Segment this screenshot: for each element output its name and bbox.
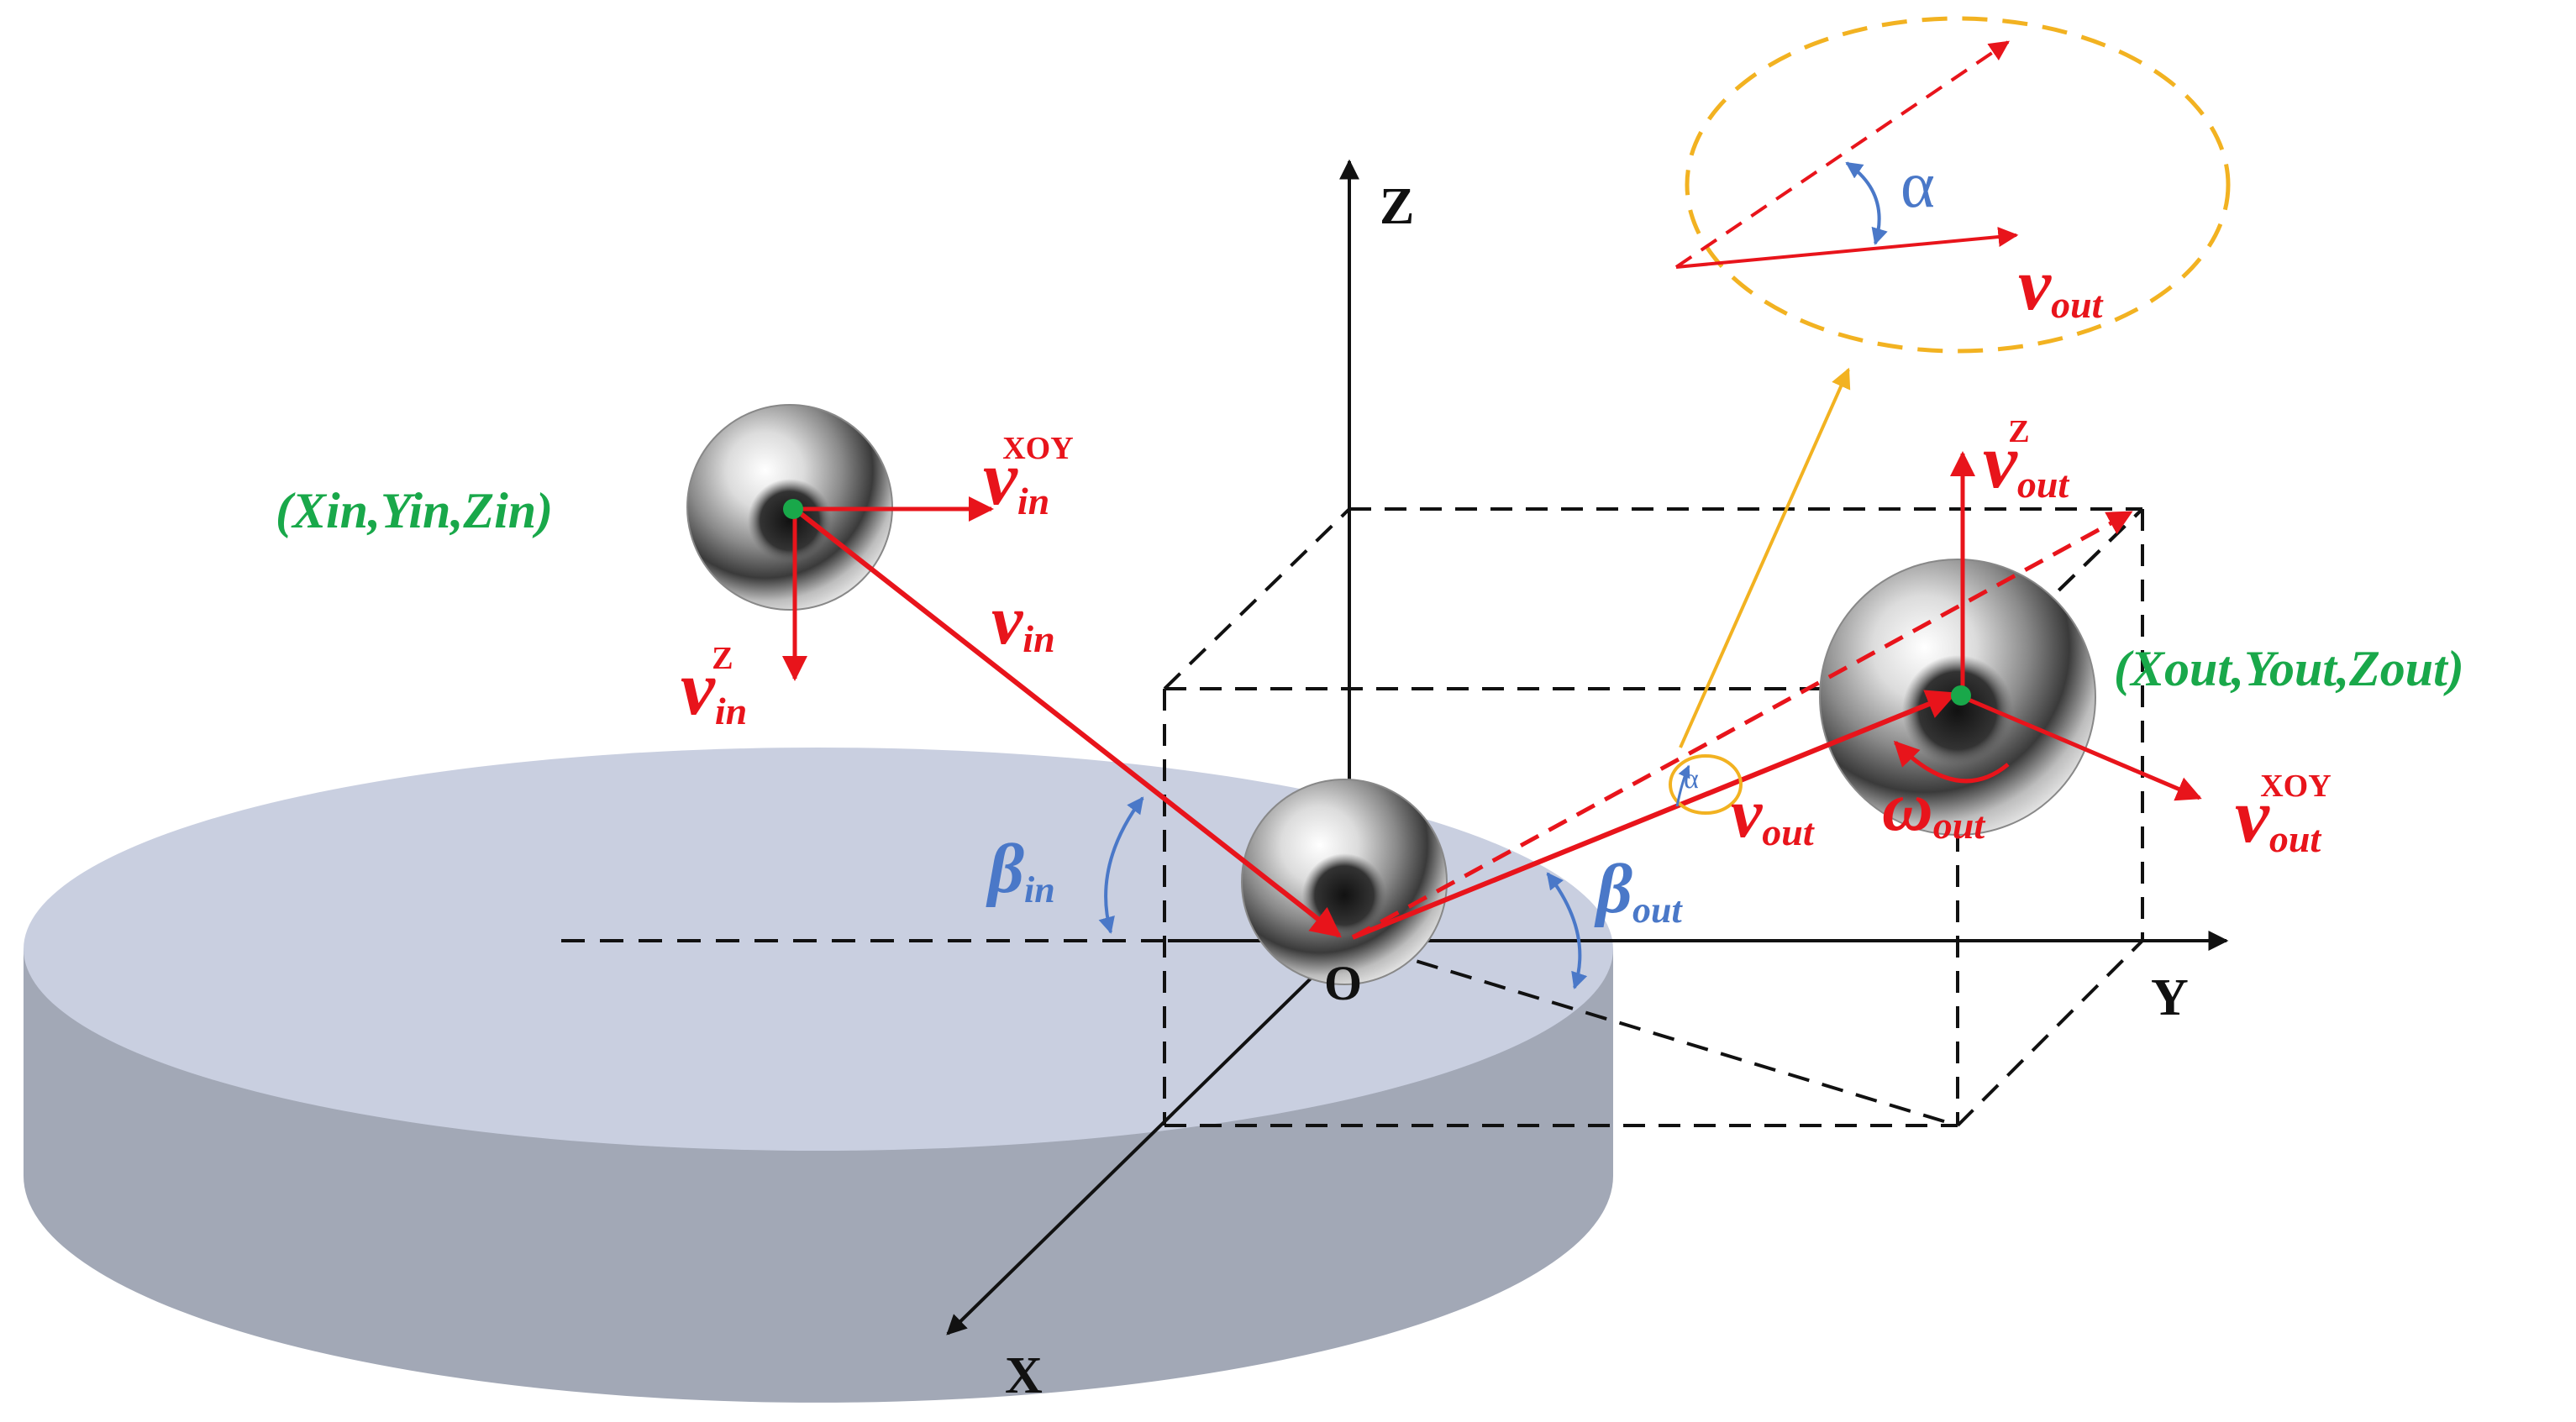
label-v-out: vout [1731, 774, 1815, 853]
label-beta-in: βin [986, 830, 1055, 910]
v-in-arrow [793, 506, 1342, 938]
label-omega-out: ωout [1882, 768, 1985, 847]
v-out-dashed-arrow [1351, 510, 2133, 940]
point-in [783, 499, 803, 519]
axis-label-x: X [1005, 1347, 1043, 1404]
v-out-xoy-arrow [1962, 695, 2202, 801]
point-out [1951, 685, 1971, 706]
beta-in-arc [1098, 796, 1144, 934]
label-pos-in: (Xin,Yin,Zin) [276, 483, 553, 538]
axis-label-z: Z [1380, 178, 1414, 235]
velocity-vectors [782, 451, 2202, 940]
axis-label-y: Y [2151, 969, 2189, 1026]
axis-label-origin: O [1324, 956, 1362, 1010]
v-out-arrow [1351, 690, 1958, 940]
label-inset-alpha: α [1900, 148, 1935, 221]
label-inset-v-out: vout [2018, 244, 2104, 326]
disk-platform [24, 748, 1613, 1403]
label-v-in: vin [991, 581, 1055, 660]
inset-connector [1679, 367, 1851, 748]
x-axis [946, 939, 1351, 1335]
inset-detail [1674, 16, 2231, 354]
beta-out-arc [1546, 872, 1588, 989]
label-v-out-z: voutZ [1983, 414, 2069, 506]
alpha-marker [1669, 754, 1743, 815]
label-small-alpha: α [1684, 763, 1699, 795]
label-v-in-z: vinZ [681, 641, 747, 732]
omega-out-arc [1893, 740, 2010, 784]
label-beta-out: βout [1594, 850, 1684, 931]
label-v-out-xoy: voutXOY [2235, 769, 2332, 860]
label-pos-out: (Xout,Yout,Zout) [2114, 641, 2464, 696]
label-v-in-xoy: vinXOY [983, 431, 1074, 522]
